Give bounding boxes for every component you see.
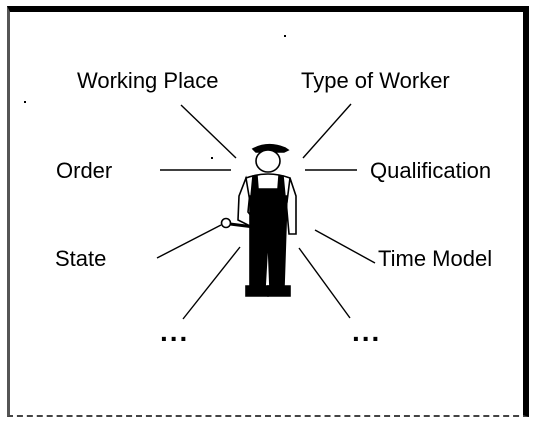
- label-state: State: [55, 246, 107, 271]
- diagram-frame: [7, 6, 529, 417]
- connector-more-right: [298, 247, 351, 319]
- speck: [24, 101, 26, 103]
- label-time-model: Time Model: [378, 246, 493, 271]
- ellipsis-right: ...: [352, 316, 382, 347]
- connector-working-place: [180, 104, 237, 159]
- speck: [284, 35, 286, 37]
- connector-time-model: [314, 229, 376, 264]
- ellipsis-left: ...: [160, 316, 190, 347]
- label-working-place: Working Place: [77, 68, 219, 93]
- connector-type-of-worker: [302, 103, 352, 159]
- speck: [211, 157, 213, 159]
- label-qualification: Qualification: [370, 158, 492, 183]
- connector-more-left: [182, 246, 241, 320]
- label-type-of-worker: Type of Worker: [301, 68, 450, 93]
- label-order: Order: [56, 158, 113, 183]
- worker-icon: [220, 143, 297, 297]
- connector-state: [156, 224, 222, 259]
